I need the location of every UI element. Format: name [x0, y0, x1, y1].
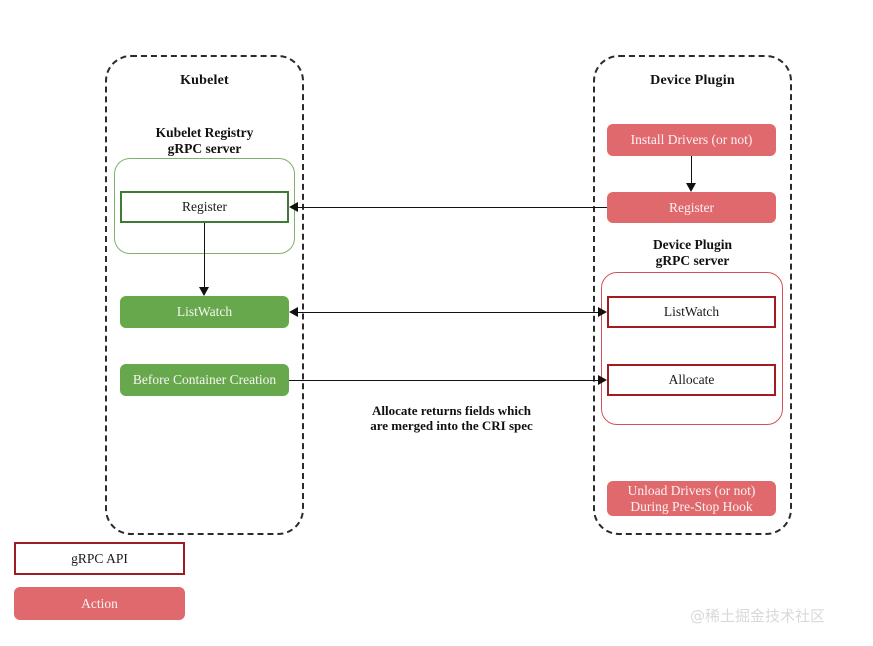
device-plugin-grpc-caption-line1: Device Plugin: [652, 237, 733, 252]
kubelet-register-to-listwatch-line: [204, 223, 205, 287]
allocate-connector-arrowhead-right: [598, 375, 607, 385]
device-plugin-unload-drivers-box[interactable]: Unload Drivers (or not) During Pre-Stop …: [607, 481, 776, 516]
device-plugin-allocate-box[interactable]: Allocate: [607, 364, 776, 396]
kubelet-registry-caption-line2: gRPC server: [167, 141, 242, 156]
allocate-annotation-line2: are merged into the CRI spec: [370, 418, 533, 433]
allocate-annotation-line1: Allocate returns fields which: [372, 403, 531, 418]
install-drivers-to-register-line: [691, 156, 692, 183]
kubelet-before-container-creation-box[interactable]: Before Container Creation: [120, 364, 289, 396]
allocate-annotation: Allocate returns fields which are merged…: [330, 403, 573, 433]
unload-drivers-line1: Unload Drivers (or not): [627, 482, 756, 498]
watermark: @稀土掘金技术社区: [690, 607, 826, 625]
unload-drivers-line2: During Pre-Stop Hook: [630, 498, 753, 514]
listwatch-connector-arrowhead-right: [598, 307, 607, 317]
listwatch-connector-arrowhead-left: [289, 307, 298, 317]
kubelet-lane-title: Kubelet: [180, 73, 229, 88]
kubelet-listwatch-box[interactable]: ListWatch: [120, 296, 289, 328]
legend-grpc-api: gRPC API: [14, 542, 185, 575]
kubelet-register-box[interactable]: Register: [120, 191, 289, 223]
device-plugin-register-box[interactable]: Register: [607, 192, 776, 223]
device-plugin-grpc-caption: Device Plugin gRPC server: [593, 237, 792, 269]
register-connector-line: [298, 207, 607, 208]
kubelet-registry-caption: Kubelet Registry gRPC server: [105, 125, 304, 157]
register-connector-arrowhead-left: [289, 202, 298, 212]
kubelet-registry-caption-line1: Kubelet Registry: [155, 125, 254, 140]
legend-action: Action: [14, 587, 185, 620]
kubelet-register-to-listwatch-arrowhead: [199, 287, 209, 296]
allocate-connector-line: [289, 380, 598, 381]
device-plugin-listwatch-box[interactable]: ListWatch: [607, 296, 776, 328]
install-drivers-to-register-arrowhead: [686, 183, 696, 192]
device-plugin-grpc-caption-line2: gRPC server: [655, 253, 730, 268]
listwatch-connector-line: [298, 312, 598, 313]
device-plugin-install-drivers-box[interactable]: Install Drivers (or not): [607, 124, 776, 156]
device-plugin-lane-title: Device Plugin: [650, 73, 735, 88]
device-plugin-grpc-server-group: [601, 272, 783, 425]
